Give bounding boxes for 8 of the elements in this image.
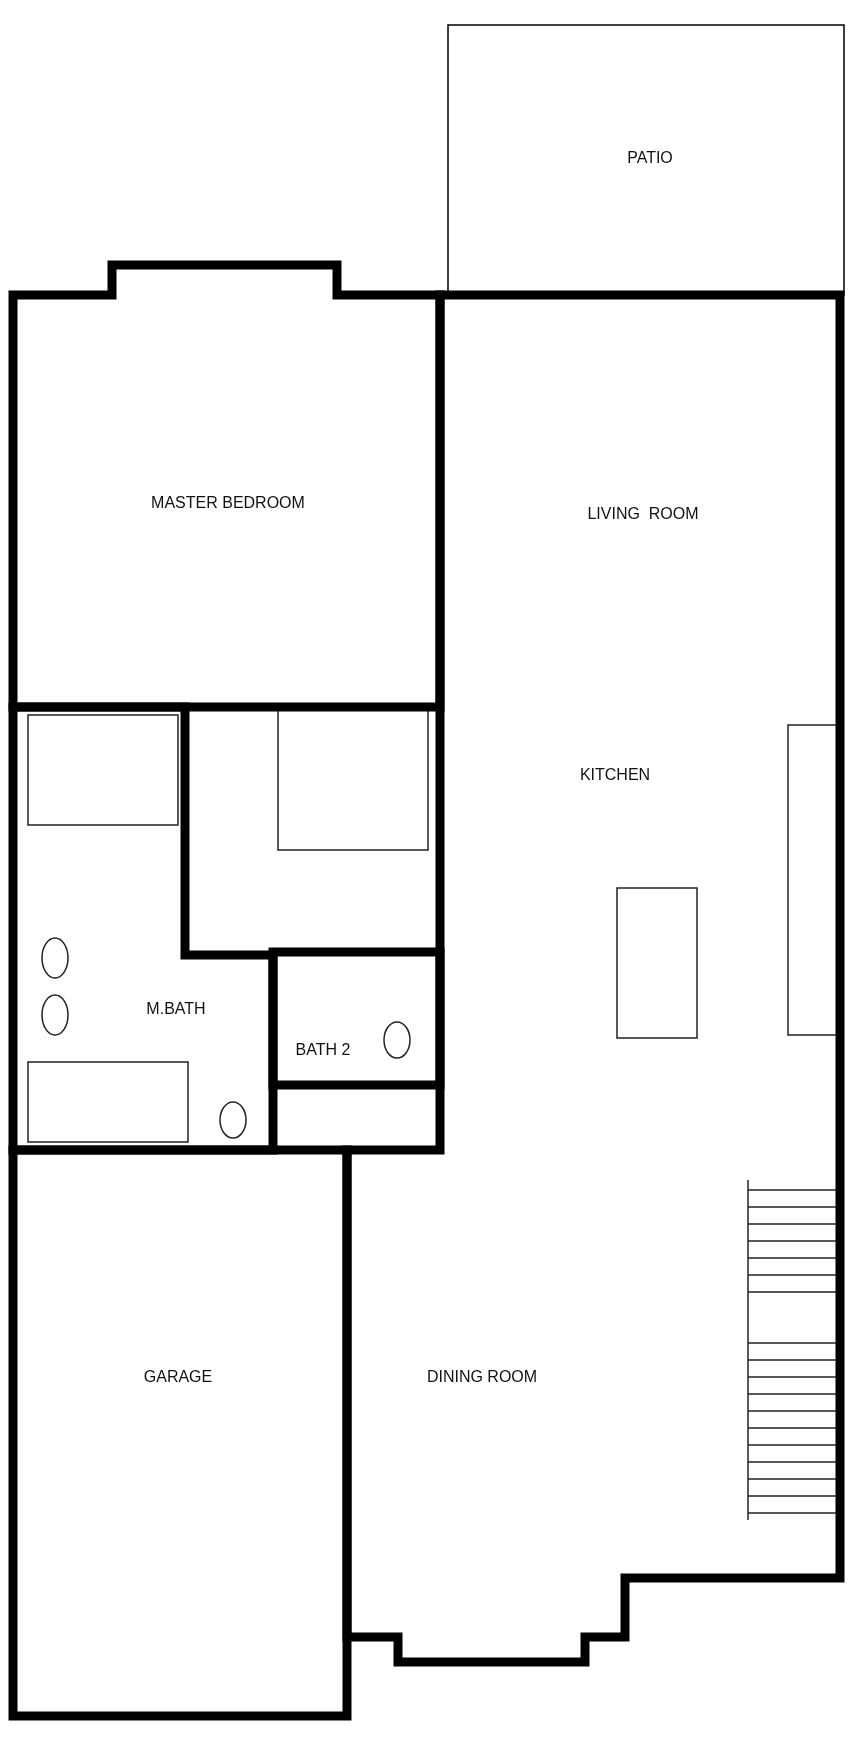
room-label: LIVING ROOM xyxy=(587,505,699,523)
room-label: KITCHEN xyxy=(579,766,651,784)
room-label: GARAGE xyxy=(143,1368,213,1386)
room-label: DINING ROOM xyxy=(426,1368,538,1386)
room-label: BATH 2 xyxy=(295,1041,351,1059)
room-label: PATIO xyxy=(627,149,673,167)
room-label: M.BATH xyxy=(146,1000,206,1018)
room-label: MASTER BEDROOM xyxy=(151,494,305,512)
